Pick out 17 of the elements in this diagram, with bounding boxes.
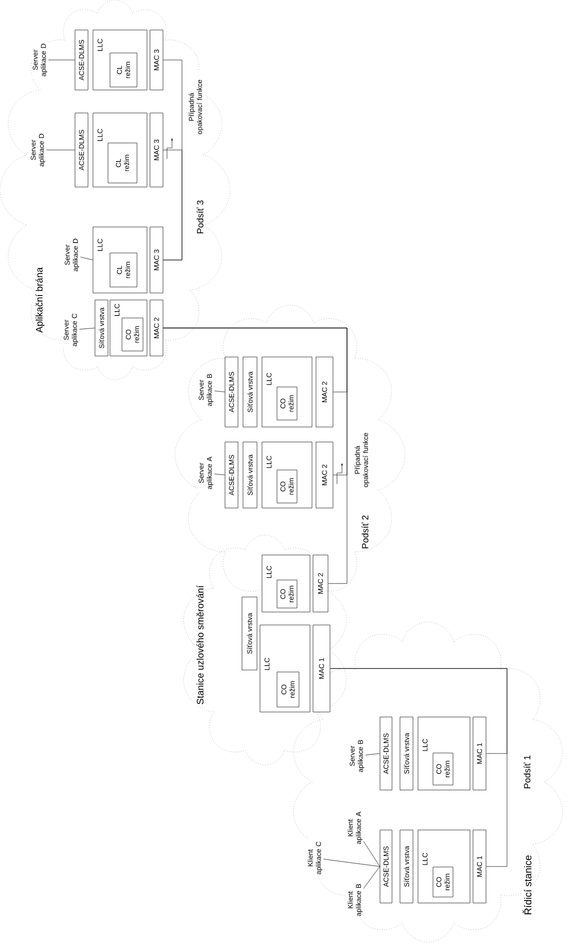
subnet-label: Podsíť 3 bbox=[196, 199, 204, 235]
leader-line bbox=[363, 841, 380, 867]
network-line bbox=[163, 328, 348, 392]
station-title: Řídicí stanice bbox=[522, 854, 532, 916]
subnet-label: Podsíť 1 bbox=[522, 754, 532, 790]
network-line bbox=[163, 150, 182, 260]
leader-line bbox=[363, 866, 380, 889]
leader-line bbox=[365, 753, 380, 756]
leader-line bbox=[79, 328, 95, 330]
leader-line bbox=[214, 390, 225, 392]
leader-line bbox=[80, 256, 93, 260]
station-title: Stanice uzlového směrování bbox=[195, 584, 205, 706]
subnet-label: Podsíť 2 bbox=[360, 514, 370, 550]
station-title: Aplikační brána bbox=[34, 266, 46, 334]
leader-line bbox=[214, 474, 225, 476]
network-line bbox=[330, 668, 508, 754]
leader-line bbox=[323, 858, 380, 867]
